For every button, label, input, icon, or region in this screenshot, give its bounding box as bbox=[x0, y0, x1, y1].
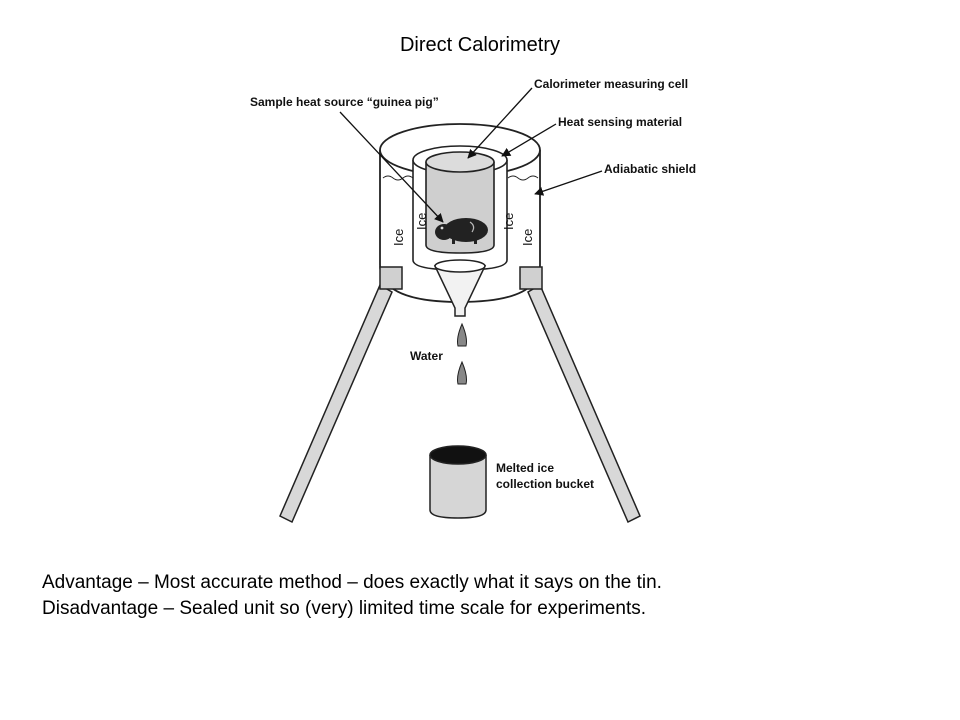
left-leg bbox=[279, 283, 393, 524]
ice-label-inner-left: Ice bbox=[414, 213, 429, 230]
notes: Advantage – Most accurate method – does … bbox=[42, 570, 922, 622]
adiabatic-shield-arrow bbox=[534, 170, 603, 196]
bucket-label-line1: Melted ice bbox=[496, 461, 554, 475]
ice-label-outer-left: Ice bbox=[391, 229, 406, 246]
disadvantage-text: Disadvantage – Sealed unit so (very) lim… bbox=[42, 598, 647, 619]
water-label: Water bbox=[410, 349, 443, 363]
measuring-cell-label: Calorimeter measuring cell bbox=[534, 77, 688, 91]
water-drop-icon bbox=[457, 322, 467, 347]
water-drop-icon bbox=[457, 360, 467, 385]
adiabatic-shield-label: Adiabatic shield bbox=[604, 162, 696, 176]
bucket-label-line2: collection bucket bbox=[496, 477, 594, 491]
right-clamp bbox=[519, 266, 543, 290]
heat-sensing-arrow bbox=[501, 123, 557, 157]
sample-arrow bbox=[339, 111, 444, 223]
advantage-text: Advantage – Most accurate method – does … bbox=[42, 572, 662, 593]
guinea-pig-icon bbox=[435, 218, 488, 244]
page-title: Direct Calorimetry bbox=[399, 34, 561, 56]
calorimeter-diagram: Ice Ice Ice Ice Water Melted ice collect… bbox=[250, 77, 696, 524]
left-clamp bbox=[379, 266, 403, 290]
heat-sensing-label: Heat sensing material bbox=[558, 115, 682, 129]
measuring-cell-arrow bbox=[467, 87, 533, 159]
ice-label-inner-right: Ice bbox=[501, 213, 516, 230]
funnel bbox=[433, 259, 487, 317]
sample-heat-source-label: Sample heat source “guinea pig” bbox=[250, 95, 439, 109]
ice-label-outer-right: Ice bbox=[520, 229, 535, 246]
collection-bucket bbox=[429, 445, 487, 519]
